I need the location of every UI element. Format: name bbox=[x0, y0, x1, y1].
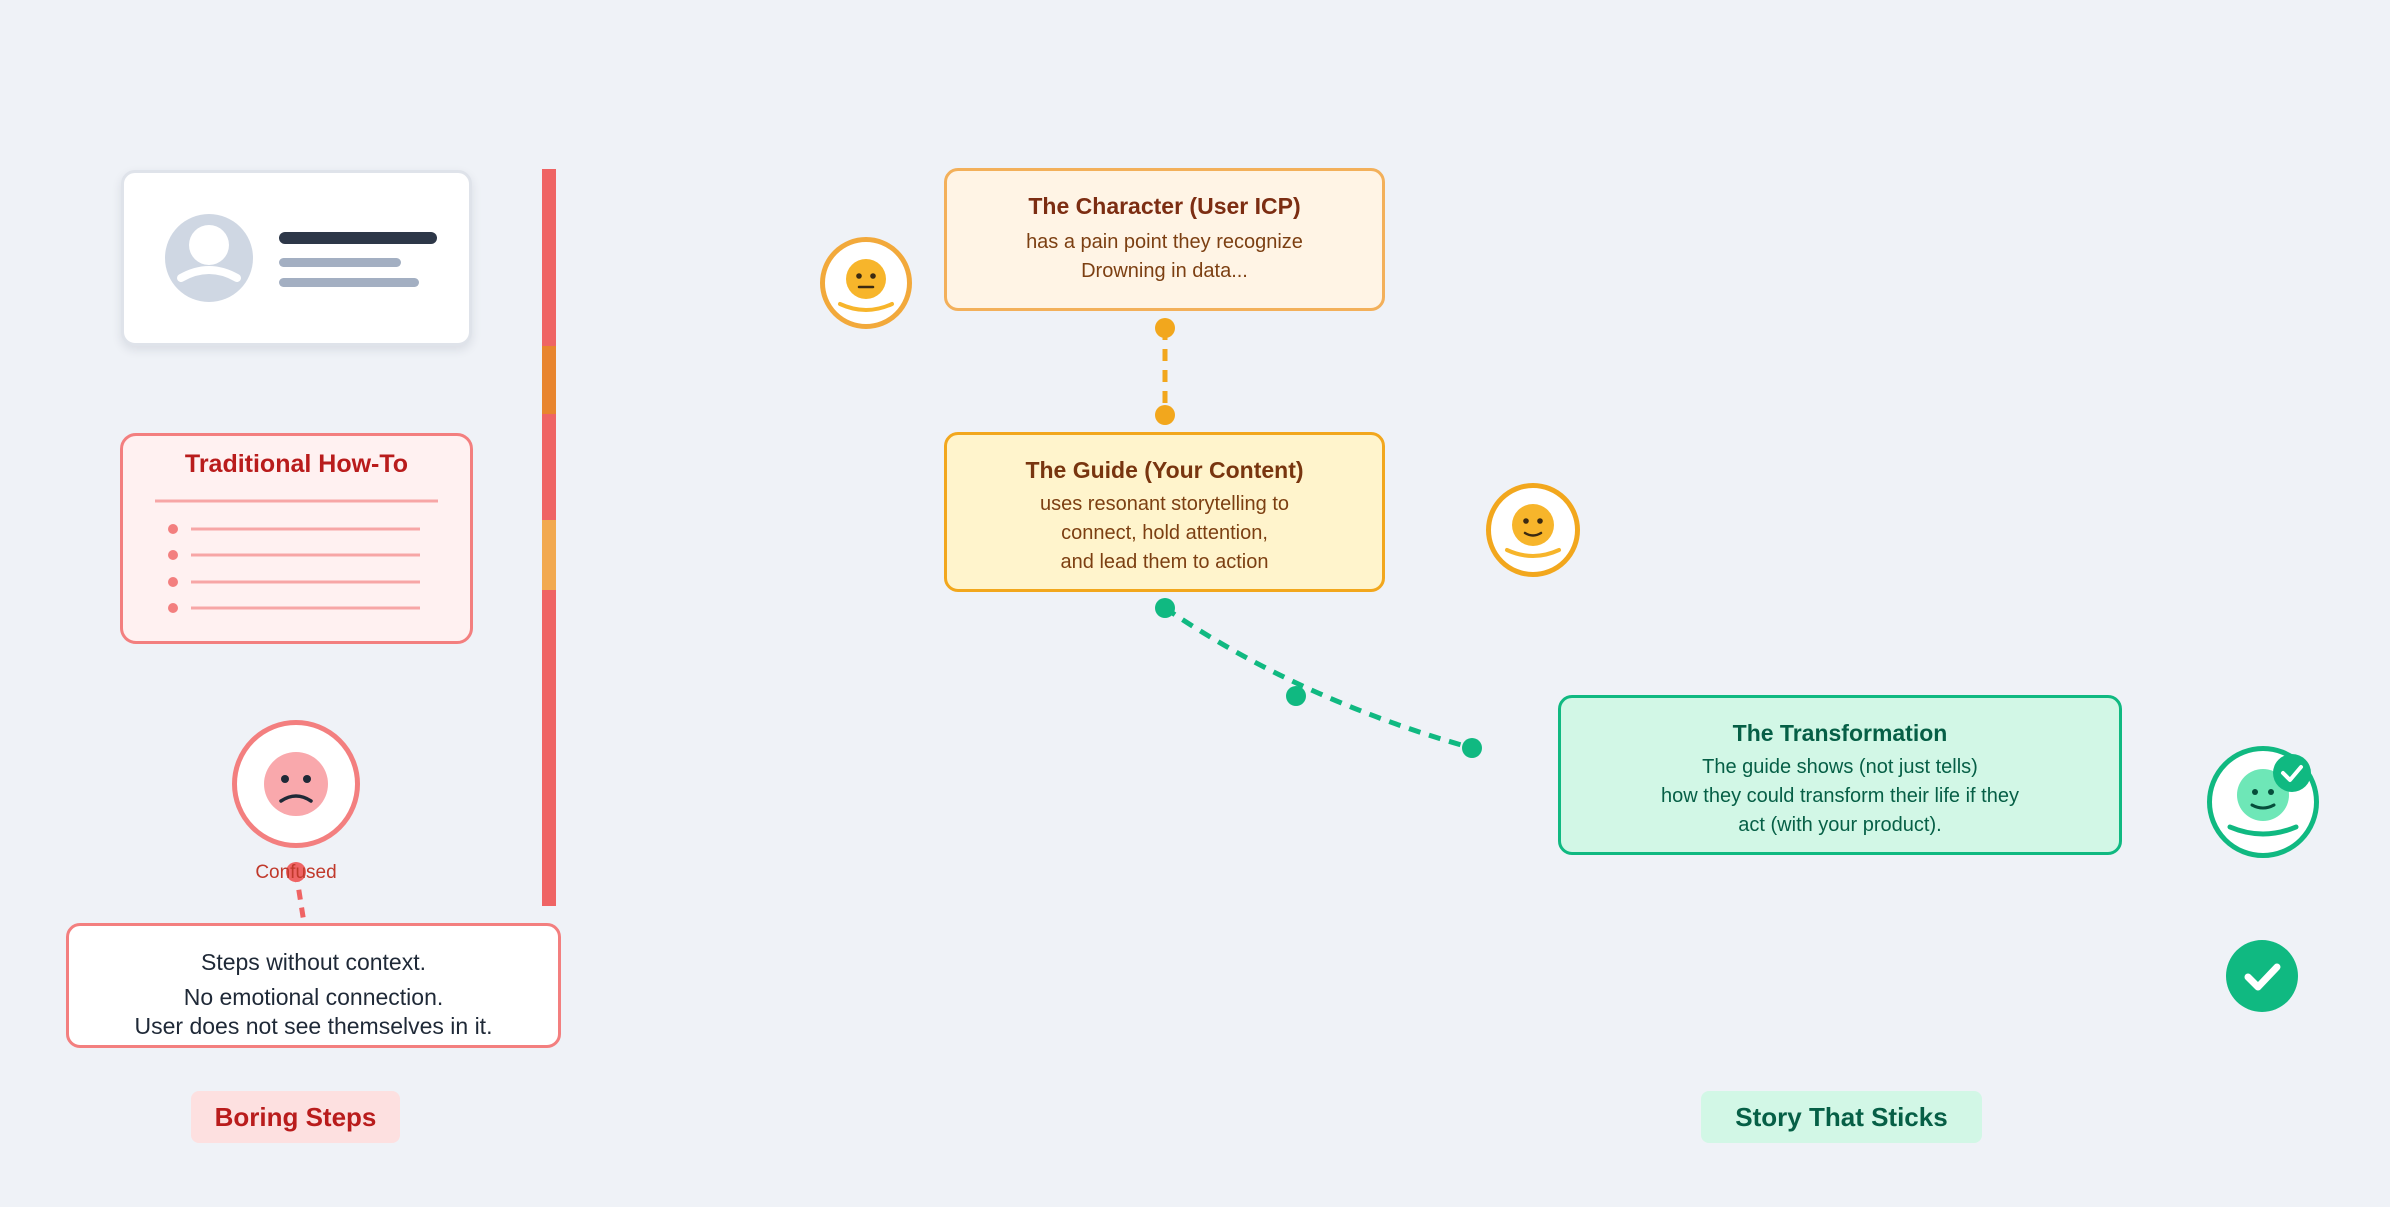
check-icon bbox=[2226, 940, 2298, 1012]
transformation-line: how they could transform their life if t… bbox=[1661, 785, 2019, 807]
neutral-face-badge bbox=[820, 237, 912, 329]
progress-bar-segment bbox=[542, 346, 556, 414]
happy-face-badge bbox=[1486, 483, 1580, 577]
story-that-sticks-label: Story That Sticks bbox=[1701, 1091, 1982, 1143]
steps-line: Steps without context. bbox=[200, 949, 426, 975]
character-title: The Character (User ICP) bbox=[1028, 193, 1301, 219]
neutral-face-icon bbox=[838, 259, 894, 312]
steps-without-context-box: Steps without context. No emotional conn… bbox=[66, 923, 561, 1048]
name-placeholder-bar bbox=[279, 232, 437, 244]
howto-list-lines bbox=[155, 499, 438, 613]
profile-card bbox=[121, 170, 472, 346]
traditional-howto-card: Traditional How-To bbox=[120, 433, 473, 644]
sad-face-badge bbox=[232, 720, 360, 848]
user-avatar-icon bbox=[165, 214, 437, 302]
character-line: Drowning in data... bbox=[1081, 260, 1248, 282]
guide-line: and lead them to action bbox=[1060, 551, 1269, 573]
guide-box: The Guide (Your Content) uses resonant s… bbox=[944, 432, 1385, 592]
transformation-line: The guide shows (not just tells) bbox=[1702, 756, 1978, 778]
transformation-description: The guide shows (not just tells) how the… bbox=[1561, 753, 2119, 840]
guide-description: uses resonant storytelling to connect, h… bbox=[947, 490, 1382, 577]
detail-placeholder-bar bbox=[279, 258, 401, 267]
progress-bar-segment bbox=[542, 520, 556, 590]
connector-dot bbox=[1462, 738, 1482, 758]
connector-dot bbox=[1155, 405, 1175, 425]
smile-face-icon bbox=[2227, 754, 2311, 837]
connector-dot bbox=[1286, 686, 1306, 706]
boring-steps-label: Boring Steps bbox=[191, 1091, 400, 1143]
character-box: The Character (User ICP) has a pain poin… bbox=[944, 168, 1385, 311]
guide-line: uses resonant storytelling to bbox=[1039, 493, 1290, 515]
transformation-box: The Transformation The guide shows (not … bbox=[1558, 695, 2122, 855]
detail-placeholder-bar bbox=[279, 278, 419, 287]
howto-title: Traditional How-To bbox=[184, 450, 409, 478]
guide-line: connect, hold attention, bbox=[1061, 522, 1268, 544]
connector-dot bbox=[1155, 598, 1175, 618]
guide-title: The Guide (Your Content) bbox=[1025, 457, 1304, 483]
transformation-title: The Transformation bbox=[1732, 720, 1948, 746]
transformation-line: act (with your product). bbox=[1738, 814, 1942, 836]
transformed-face-badge bbox=[2207, 746, 2319, 858]
happy-face-icon bbox=[1505, 504, 1561, 558]
confused-label: Confused bbox=[255, 862, 337, 883]
steps-line: User does not see themselves in it. bbox=[134, 1013, 493, 1039]
sad-face-icon bbox=[264, 752, 328, 816]
connector-dot bbox=[1155, 318, 1175, 338]
steps-line: No emotional connection. bbox=[183, 984, 444, 1010]
character-line: has a pain point they recognize bbox=[1026, 231, 1303, 253]
guide-transformation-connector bbox=[1163, 605, 1473, 751]
character-description: has a pain point they recognize Drowning… bbox=[947, 228, 1382, 286]
connector-dot bbox=[286, 862, 306, 882]
